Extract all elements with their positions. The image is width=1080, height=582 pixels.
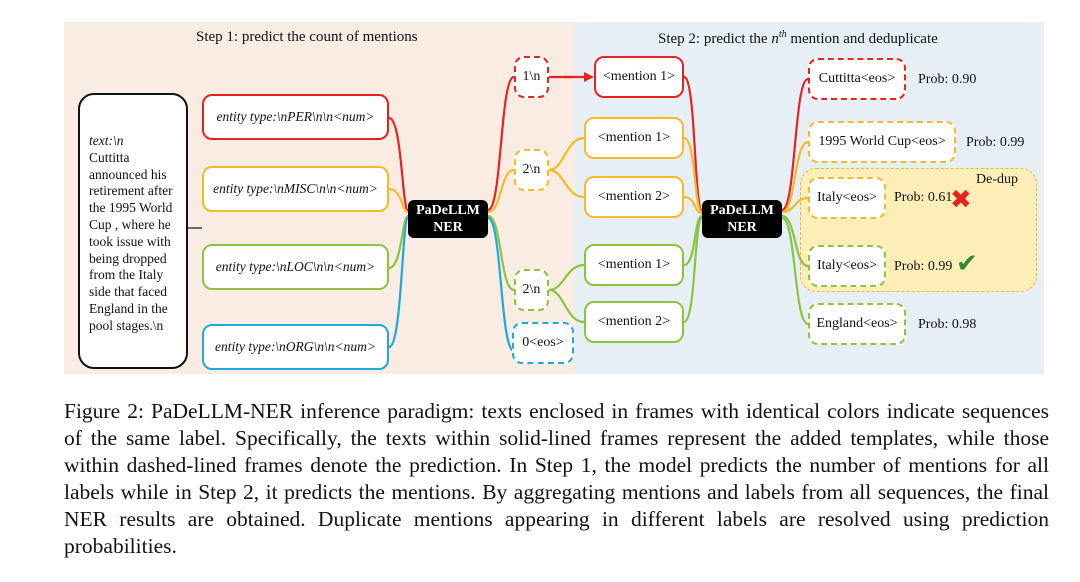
prob-loc-dup: Prob: 0.61 <box>894 190 953 205</box>
line-loc-5b <box>781 216 809 326</box>
line-misc-5a <box>781 140 809 214</box>
prob-loc-1: Prob: 0.99 <box>894 259 953 274</box>
line-per-5 <box>781 77 809 212</box>
line-org-2 <box>486 216 516 353</box>
line-loc-2 <box>487 214 515 292</box>
mention-loc-2: <mention 2> <box>584 301 684 343</box>
step1-title: Step 1: predict the count of mentions <box>196 29 418 45</box>
line-misc-3a <box>548 136 585 172</box>
prediction-misc: 1995 World Cup<eos> <box>808 121 956 163</box>
prediction-loc-2: England<eos> <box>808 303 906 345</box>
mention-per-1: <mention 1> <box>594 56 684 98</box>
line-per-2 <box>486 75 516 212</box>
connector-lines <box>188 72 809 353</box>
line-loc-4a <box>683 214 703 267</box>
prediction-loc-dup: Italy<eos> <box>808 177 886 219</box>
prob-per: Prob: 0.90 <box>918 72 977 87</box>
template-per: entity type:\nPER\n\n<num> <box>202 94 389 140</box>
count-misc: 2\n <box>514 149 549 191</box>
template-org: entity type:\nORG\n\n<num> <box>202 324 389 370</box>
input-text-box: text:\n Cuttitta announced his retiremen… <box>78 93 188 369</box>
template-misc: entity type:\nMISC\n\n<num> <box>202 166 389 212</box>
input-text-header: text:\n <box>89 133 124 148</box>
template-loc: entity type:\nLOC\n\n<num> <box>202 244 389 290</box>
prediction-per: Cuttitta<eos> <box>808 58 906 100</box>
diagram: Step 1: predict the count of mentions St… <box>64 22 1044 374</box>
mention-loc-1: <mention 1> <box>584 244 684 286</box>
line-loc-4b <box>683 216 704 324</box>
figure-caption: Figure 2: PaDeLLM-NER inference paradigm… <box>64 399 1049 558</box>
count-loc: 2\n <box>514 269 549 311</box>
checkmark-icon: ✔ <box>956 249 978 279</box>
count-per: 1\n <box>514 56 549 98</box>
mention-misc-1: <mention 1> <box>584 117 684 159</box>
line-misc-5b <box>781 196 809 214</box>
line-per-4 <box>682 75 704 212</box>
line-loc-5a <box>781 214 809 268</box>
line-misc-4b <box>683 195 703 215</box>
input-text-body: Cuttitta announced his retirement after … <box>89 149 173 333</box>
line-loc-3a <box>548 263 585 292</box>
line-loc-3b <box>548 288 585 324</box>
line-misc-3b <box>548 168 585 199</box>
line-loc-1 <box>388 214 410 270</box>
mention-misc-2: <mention 2> <box>584 176 684 218</box>
count-org: 0<eos> <box>512 322 574 364</box>
line-org-1 <box>387 216 410 349</box>
prediction-loc-1: Italy<eos> <box>808 245 886 287</box>
dedup-label: De-dup <box>976 172 1018 187</box>
prob-misc: Prob: 0.99 <box>966 135 1025 150</box>
arrowhead <box>584 72 594 82</box>
step2-title: Step 2: predict the nth mention and dedu… <box>658 29 938 47</box>
prob-loc-2: Prob: 0.98 <box>918 317 977 332</box>
line-misc-4a <box>683 136 704 214</box>
line-misc-2 <box>487 168 515 214</box>
cross-icon: ✖ <box>950 185 972 215</box>
line-misc-1 <box>388 187 409 214</box>
line-per-1 <box>388 116 410 212</box>
